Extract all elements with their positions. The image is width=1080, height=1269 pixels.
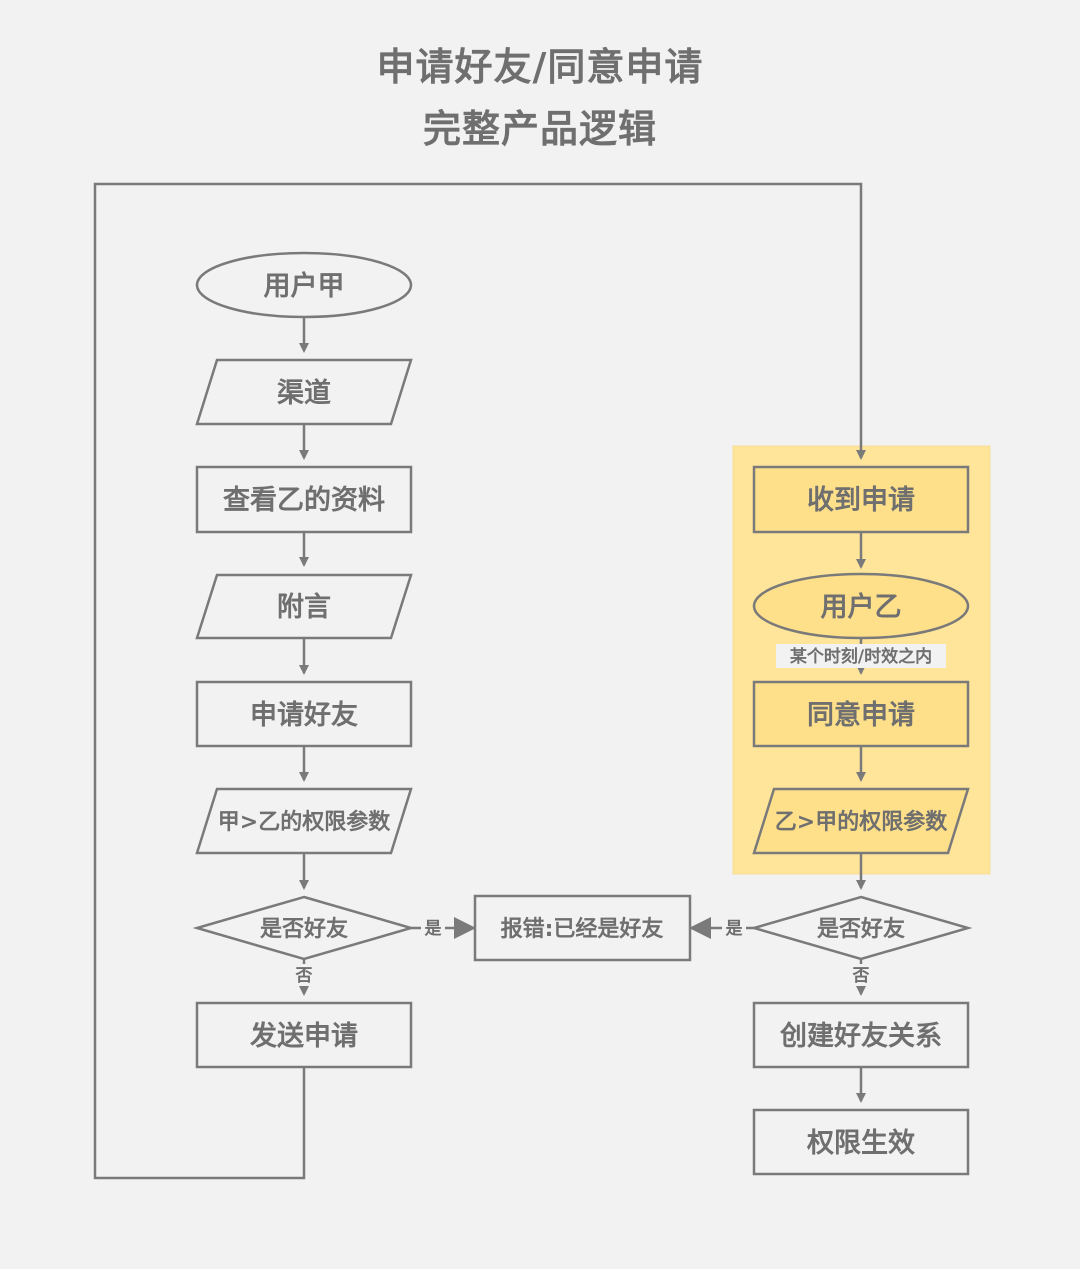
node-error-already-label: 报错:已经是好友 — [501, 916, 664, 942]
node-user-b — [752, 572, 970, 640]
node-perm-effective-label: 权限生效 — [806, 1128, 915, 1159]
node-note — [195, 573, 413, 640]
node-send-request — [195, 1001, 413, 1069]
yes-right-bg — [722, 917, 746, 939]
node-agree-request-label: 同意申请 — [807, 699, 915, 731]
node-apply-friend — [195, 680, 413, 748]
node-send-request-label: 发送申请 — [249, 1020, 358, 1052]
node-user-b-label: 用户乙 — [821, 591, 902, 623]
node-decision-left-label: 是否好友 — [260, 916, 348, 942]
node-note-label: 附言 — [277, 592, 331, 623]
node-perm-a-to-b-label: 甲>乙的权限参数 — [218, 809, 391, 835]
node-channel — [195, 358, 413, 426]
node-create-relation-label: 创建好友关系 — [779, 1021, 942, 1052]
no-left-bg — [292, 964, 316, 986]
node-user-a-label: 用户甲 — [264, 270, 345, 302]
node-receive-request — [752, 465, 970, 534]
node-error-already — [473, 894, 692, 962]
loop-connector — [93, 182, 866, 1180]
node-perm-a-to-b — [195, 787, 413, 855]
node-agree-request — [752, 680, 970, 748]
node-view-profile — [195, 465, 413, 534]
node-perm-effective — [752, 1108, 970, 1176]
page-title: 申请好友/同意申请 — [376, 45, 704, 89]
no-right-label: 否 — [852, 966, 870, 986]
time-window-label: 某个时刻/时效之内 — [790, 646, 932, 667]
time-window-label-bg — [776, 644, 946, 668]
node-decision-left — [192, 895, 416, 961]
node-perm-b-to-a — [752, 787, 970, 855]
yes-left-bg — [421, 917, 445, 939]
node-channel-label: 渠道 — [277, 377, 331, 409]
node-apply-friend-label: 申请好友 — [250, 700, 358, 731]
node-decision-right-label: 是否好友 — [817, 916, 905, 942]
yes-left-label: 是 — [425, 919, 442, 939]
node-view-profile-label: 查看乙的资料 — [223, 484, 385, 516]
page-subtitle: 完整产品逻辑 — [422, 107, 657, 151]
node-receive-request-label: 收到申请 — [807, 485, 915, 516]
no-left-label: 否 — [295, 966, 313, 986]
yes-right-label: 是 — [726, 919, 743, 939]
node-create-relation — [752, 1001, 970, 1069]
node-decision-right — [749, 895, 973, 961]
node-user-a — [195, 251, 413, 319]
no-right-bg — [849, 964, 873, 986]
node-perm-b-to-a-label: 乙>甲的权限参数 — [775, 809, 948, 835]
